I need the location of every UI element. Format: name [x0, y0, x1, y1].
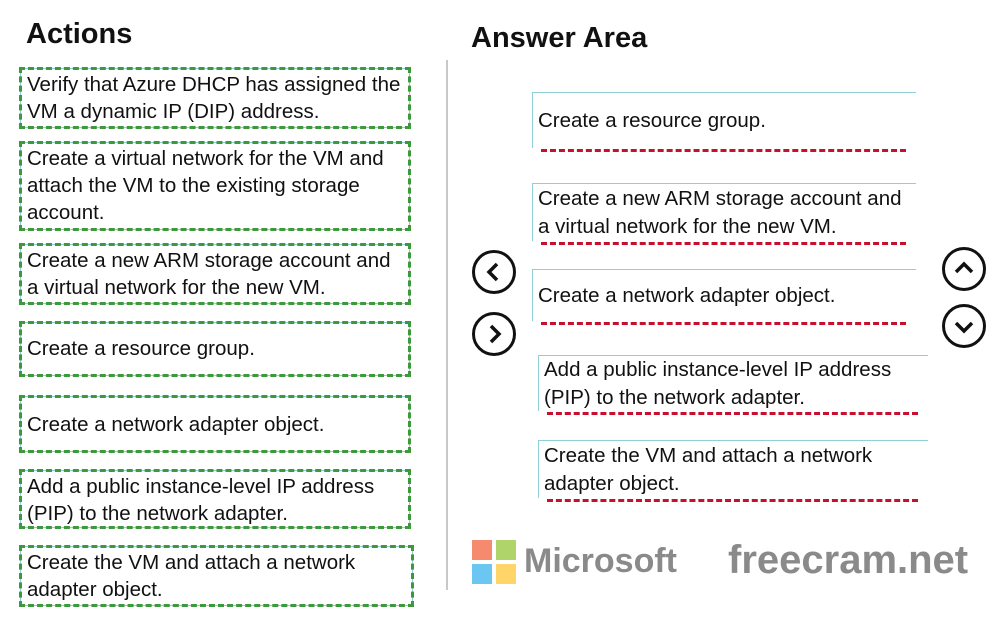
chevron-up-icon — [954, 261, 974, 274]
move-up-button[interactable] — [942, 247, 986, 291]
answer-item[interactable]: Create the VM and attach a network adapt… — [538, 440, 928, 502]
answer-item[interactable]: Create a new ARM storage account and a v… — [532, 183, 916, 245]
chevron-left-icon — [486, 262, 499, 282]
action-item[interactable]: Create the VM and attach a network adapt… — [19, 545, 414, 607]
chevron-down-icon — [954, 321, 974, 334]
watermark-site: freecram.net — [728, 538, 969, 582]
answer-area-heading: Answer Area — [471, 22, 648, 54]
answer-item[interactable]: Create a resource group. — [532, 92, 916, 152]
watermark-brand: Microsoft — [524, 542, 677, 580]
microsoft-logo-watermark — [472, 540, 516, 584]
divider — [446, 60, 448, 590]
action-item[interactable]: Create a resource group. — [19, 321, 411, 377]
move-down-button[interactable] — [942, 304, 986, 348]
answer-item[interactable]: Add a public instance-level IP address (… — [538, 355, 928, 415]
answer-item[interactable]: Create a network adapter object. — [532, 269, 916, 325]
move-right-button[interactable] — [472, 312, 516, 356]
action-item[interactable]: Add a public instance-level IP address (… — [19, 469, 411, 529]
chevron-right-icon — [489, 324, 502, 344]
action-item[interactable]: Create a virtual network for the VM and … — [19, 141, 411, 231]
actions-heading: Actions — [26, 18, 133, 50]
action-item[interactable]: Create a new ARM storage account and a v… — [19, 243, 411, 305]
action-item[interactable]: Verify that Azure DHCP has assigned the … — [19, 67, 411, 129]
action-item[interactable]: Create a network adapter object. — [19, 395, 411, 453]
move-left-button[interactable] — [472, 250, 516, 294]
